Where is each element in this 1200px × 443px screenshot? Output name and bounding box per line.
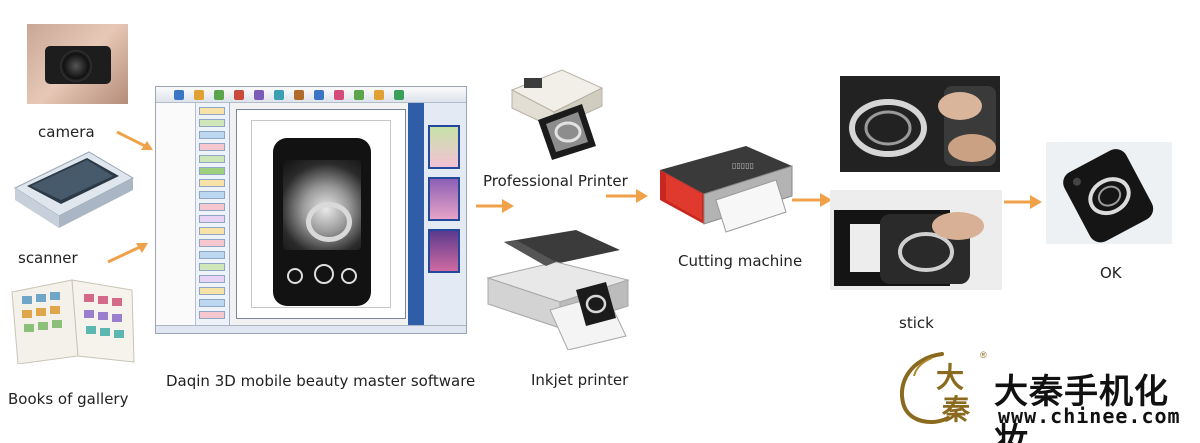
cutting-machine-label: Cutting machine xyxy=(678,252,803,270)
scanner-image xyxy=(13,151,135,228)
professional-printer-label: Professional Printer xyxy=(483,172,628,190)
books-image xyxy=(11,279,135,364)
toolbar-tool-icon xyxy=(194,90,204,100)
arrow-cutter-to-stick xyxy=(792,193,832,207)
cutting-machine-image: ▯▯▯▯▯ xyxy=(660,146,793,233)
preview-thumbnail xyxy=(428,177,460,221)
camera-photo xyxy=(27,24,128,104)
finished-phone-graphic xyxy=(1046,142,1172,244)
preview-thumbnail xyxy=(428,229,460,273)
canvas-page xyxy=(251,120,391,308)
thumbnail-item xyxy=(199,179,225,187)
software-design-canvas xyxy=(236,109,406,319)
thumbnail-item xyxy=(199,299,225,307)
phone-button-outline xyxy=(287,268,303,284)
toolbar-tool-icon xyxy=(394,90,404,100)
thumbnail-item xyxy=(199,155,225,163)
ring-graphic xyxy=(306,202,352,242)
toolbar-tool-icon xyxy=(234,90,244,100)
thumbnail-item xyxy=(199,311,225,319)
preview-scrollbar xyxy=(408,103,424,325)
ok-label: OK xyxy=(1100,264,1122,282)
thumbnail-item xyxy=(199,275,225,283)
thumbnail-item xyxy=(199,143,225,151)
toolbar-tool-icon xyxy=(174,90,184,100)
toolbar-tool-icon xyxy=(214,90,224,100)
svg-text:▯▯▯▯▯: ▯▯▯▯▯ xyxy=(732,161,754,170)
daqin-logo: 大 秦 ® 大秦手机化妆 www.chinee.com xyxy=(888,342,1200,443)
stick-photo-bottom-graphic xyxy=(830,190,1002,290)
logo-char-qin: 秦 xyxy=(942,393,971,426)
arrow-software-to-printers xyxy=(476,199,514,213)
thumbnail-item xyxy=(199,203,225,211)
thumbnail-item xyxy=(199,215,225,223)
stick-photo-bottom xyxy=(830,190,1002,290)
phone-button-outline xyxy=(341,268,357,284)
thumbnail-item xyxy=(199,119,225,127)
thumbnail-item xyxy=(199,191,225,199)
software-window xyxy=(155,86,467,334)
logo-swoosh-icon xyxy=(900,352,950,424)
thumbnail-item xyxy=(199,287,225,295)
toolbar-tool-icon xyxy=(314,90,324,100)
thumbnail-item xyxy=(199,263,225,271)
software-thumbnail-list xyxy=(196,103,230,325)
phone-skin-buttons xyxy=(283,264,361,290)
thumbnail-item xyxy=(199,227,225,235)
thumbnail-item xyxy=(199,239,225,247)
thumbnail-item xyxy=(199,167,225,175)
toolbar-tool-icon xyxy=(354,90,364,100)
toolbar-tool-icon xyxy=(254,90,264,100)
professional-printer-image xyxy=(510,69,604,160)
thumbnail-item xyxy=(199,131,225,139)
software-label: Daqin 3D mobile beauty master software xyxy=(166,372,476,390)
preview-thumbnail xyxy=(428,125,460,169)
toolbar-tool-icon xyxy=(334,90,344,100)
logo-char-da: 大 xyxy=(936,361,965,394)
software-status-bar xyxy=(156,325,466,333)
toolbar-tool-icon xyxy=(374,90,384,100)
software-options-panel xyxy=(156,103,196,325)
brand-name: 大秦手机化妆 xyxy=(994,372,1169,443)
arrow-printer-to-cutter xyxy=(606,189,648,203)
thumbnail-item xyxy=(199,107,225,115)
phone-button-outline xyxy=(314,264,334,284)
inkjet-printer-image xyxy=(486,230,630,350)
scanner-label: scanner xyxy=(18,249,78,267)
stick-photo-top-graphic xyxy=(840,76,1000,172)
inkjet-printer-label: Inkjet printer xyxy=(531,371,629,389)
arrow-scanner-to-software xyxy=(107,243,148,264)
books-label: Books of gallery xyxy=(8,390,129,408)
stick-photo-top xyxy=(840,76,1000,172)
phone-skin-image xyxy=(283,160,361,250)
toolbar-tool-icon xyxy=(294,90,304,100)
registered-mark: ® xyxy=(980,350,987,360)
software-preview-panel xyxy=(408,103,466,325)
camera-lens xyxy=(60,50,92,82)
brand-url[interactable]: www.chinee.com xyxy=(998,404,1181,428)
thumbnail-item xyxy=(199,251,225,259)
toolbar-tool-icon xyxy=(274,90,284,100)
finished-phone-photo xyxy=(1046,142,1172,244)
arrow-stick-to-ok xyxy=(1004,195,1042,209)
camera-label: camera xyxy=(38,123,95,141)
stick-label: stick xyxy=(899,314,934,332)
arrow-camera-to-software xyxy=(116,130,153,150)
software-toolbar xyxy=(156,87,466,103)
phone-skin-template xyxy=(273,138,371,306)
